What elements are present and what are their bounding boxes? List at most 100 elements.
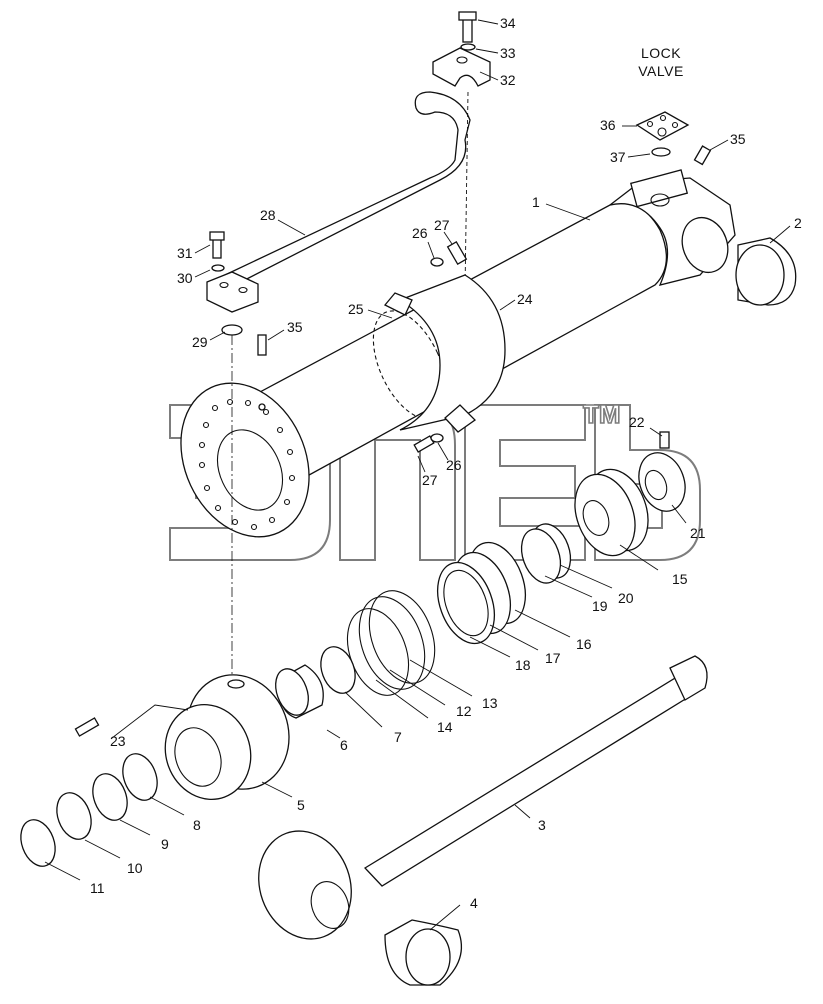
leader-8	[149, 796, 185, 816]
leader-9	[119, 819, 151, 836]
set-screw-22	[659, 431, 670, 449]
pipe-clamp-block	[432, 47, 491, 87]
leader-1	[545, 203, 591, 221]
ring-11	[20, 819, 56, 867]
callout-33: 33	[500, 45, 516, 61]
callout-30: 30	[177, 270, 193, 286]
leader-16	[514, 609, 571, 638]
rod-cover-port	[227, 679, 245, 689]
flange-bolt-hole	[288, 474, 296, 482]
leader-5	[261, 781, 293, 798]
washer-33	[460, 43, 476, 51]
ring-13	[368, 590, 436, 684]
flange-bolt-hole	[198, 441, 206, 449]
grease-port	[258, 403, 266, 411]
tube-front-flange	[180, 382, 310, 538]
flange-bolt-hole	[202, 421, 210, 429]
callout-24: 24	[517, 291, 533, 307]
piston-15-bore	[582, 500, 610, 536]
leader-35-top	[709, 139, 729, 151]
callout-19: 19	[592, 598, 608, 614]
ring-18-inner	[443, 569, 489, 637]
flange-bolt-hole	[268, 516, 276, 524]
leader-35-front	[267, 329, 285, 341]
flange-bolt-holes	[198, 398, 296, 531]
o-ring-37	[651, 147, 671, 157]
washer-26-top	[430, 257, 444, 267]
leader-27-top	[443, 231, 453, 245]
callout-26-top: 26	[412, 225, 428, 241]
leader-6	[326, 729, 341, 739]
leader-21	[671, 504, 687, 524]
lock-valve-port-block	[630, 169, 689, 208]
pipe-clamp-band	[372, 240, 506, 453]
callout-labels: 1 2 3 4 5 6 7 8 9 10 11 12 13 14 15 16 1…	[90, 15, 802, 911]
leader-10	[84, 839, 121, 859]
callout-3: 3	[538, 817, 546, 833]
callout-25: 25	[348, 301, 364, 317]
leader-20	[559, 564, 613, 589]
leader-30	[194, 269, 211, 278]
flange-bolt-hole	[214, 504, 222, 512]
callout-17: 17	[545, 650, 561, 666]
lock-valve-plate-36	[635, 111, 690, 141]
bushing-4-face	[405, 928, 451, 986]
rod-3-shaft	[363, 671, 701, 887]
callout-12: 12	[456, 703, 472, 719]
leader-7	[344, 691, 383, 728]
callout-5: 5	[297, 797, 305, 813]
washer-26-bottom	[430, 433, 444, 443]
callout-6: 6	[340, 737, 348, 753]
leader-22	[649, 427, 663, 437]
plate-hole	[671, 121, 679, 129]
lock-valve-parts	[257, 111, 712, 356]
pipe-assembly	[206, 11, 491, 336]
leader-33	[475, 48, 499, 54]
plate-hole	[646, 120, 654, 128]
bolt-31-head	[209, 231, 225, 241]
piston-rod	[258, 655, 708, 986]
leader-15	[619, 544, 659, 571]
callout-9: 9	[161, 836, 169, 852]
leader-24	[499, 299, 516, 311]
leader-26-bottom	[437, 442, 449, 461]
callout-37: 37	[610, 149, 626, 165]
flange-bolt-hole	[231, 518, 239, 526]
leader-18	[469, 636, 511, 658]
flange-bolt-hole	[203, 484, 211, 492]
leader-13	[409, 659, 473, 697]
ring-10	[56, 792, 92, 840]
leader-23	[111, 704, 189, 739]
grease-nipple-35-front	[257, 334, 267, 356]
flange-bolt-hole	[198, 461, 206, 469]
callout-28: 28	[260, 207, 276, 223]
leader-32	[479, 71, 499, 81]
callout-20: 20	[618, 590, 634, 606]
rod-3-eye	[258, 830, 352, 940]
callout-14: 14	[437, 719, 453, 735]
rod-cover-5-bore	[174, 727, 222, 787]
callout-29: 29	[192, 334, 208, 350]
callout-32: 32	[500, 72, 516, 88]
callout-18: 18	[515, 657, 531, 673]
rear-bushing	[735, 237, 797, 306]
ring-8	[122, 753, 158, 801]
callout-27-bottom: 27	[422, 472, 438, 488]
leader-31	[194, 244, 211, 254]
rod-cover	[74, 674, 290, 800]
piston-15-body	[574, 473, 636, 557]
leader-26-top	[427, 241, 435, 259]
flange-bolt-hole	[250, 523, 258, 531]
plate-hole	[659, 114, 667, 122]
callout-11: 11	[90, 880, 105, 896]
rod-3-eye-bore	[310, 881, 350, 929]
callout-16: 16	[576, 636, 592, 652]
callout-8: 8	[193, 817, 201, 833]
leader-3	[514, 804, 531, 819]
callout-15: 15	[672, 571, 688, 587]
lock-valve-note-line-1: LOCK	[641, 45, 681, 61]
callout-10: 10	[127, 860, 143, 876]
leader-2	[769, 225, 791, 244]
washer-30	[211, 264, 225, 272]
